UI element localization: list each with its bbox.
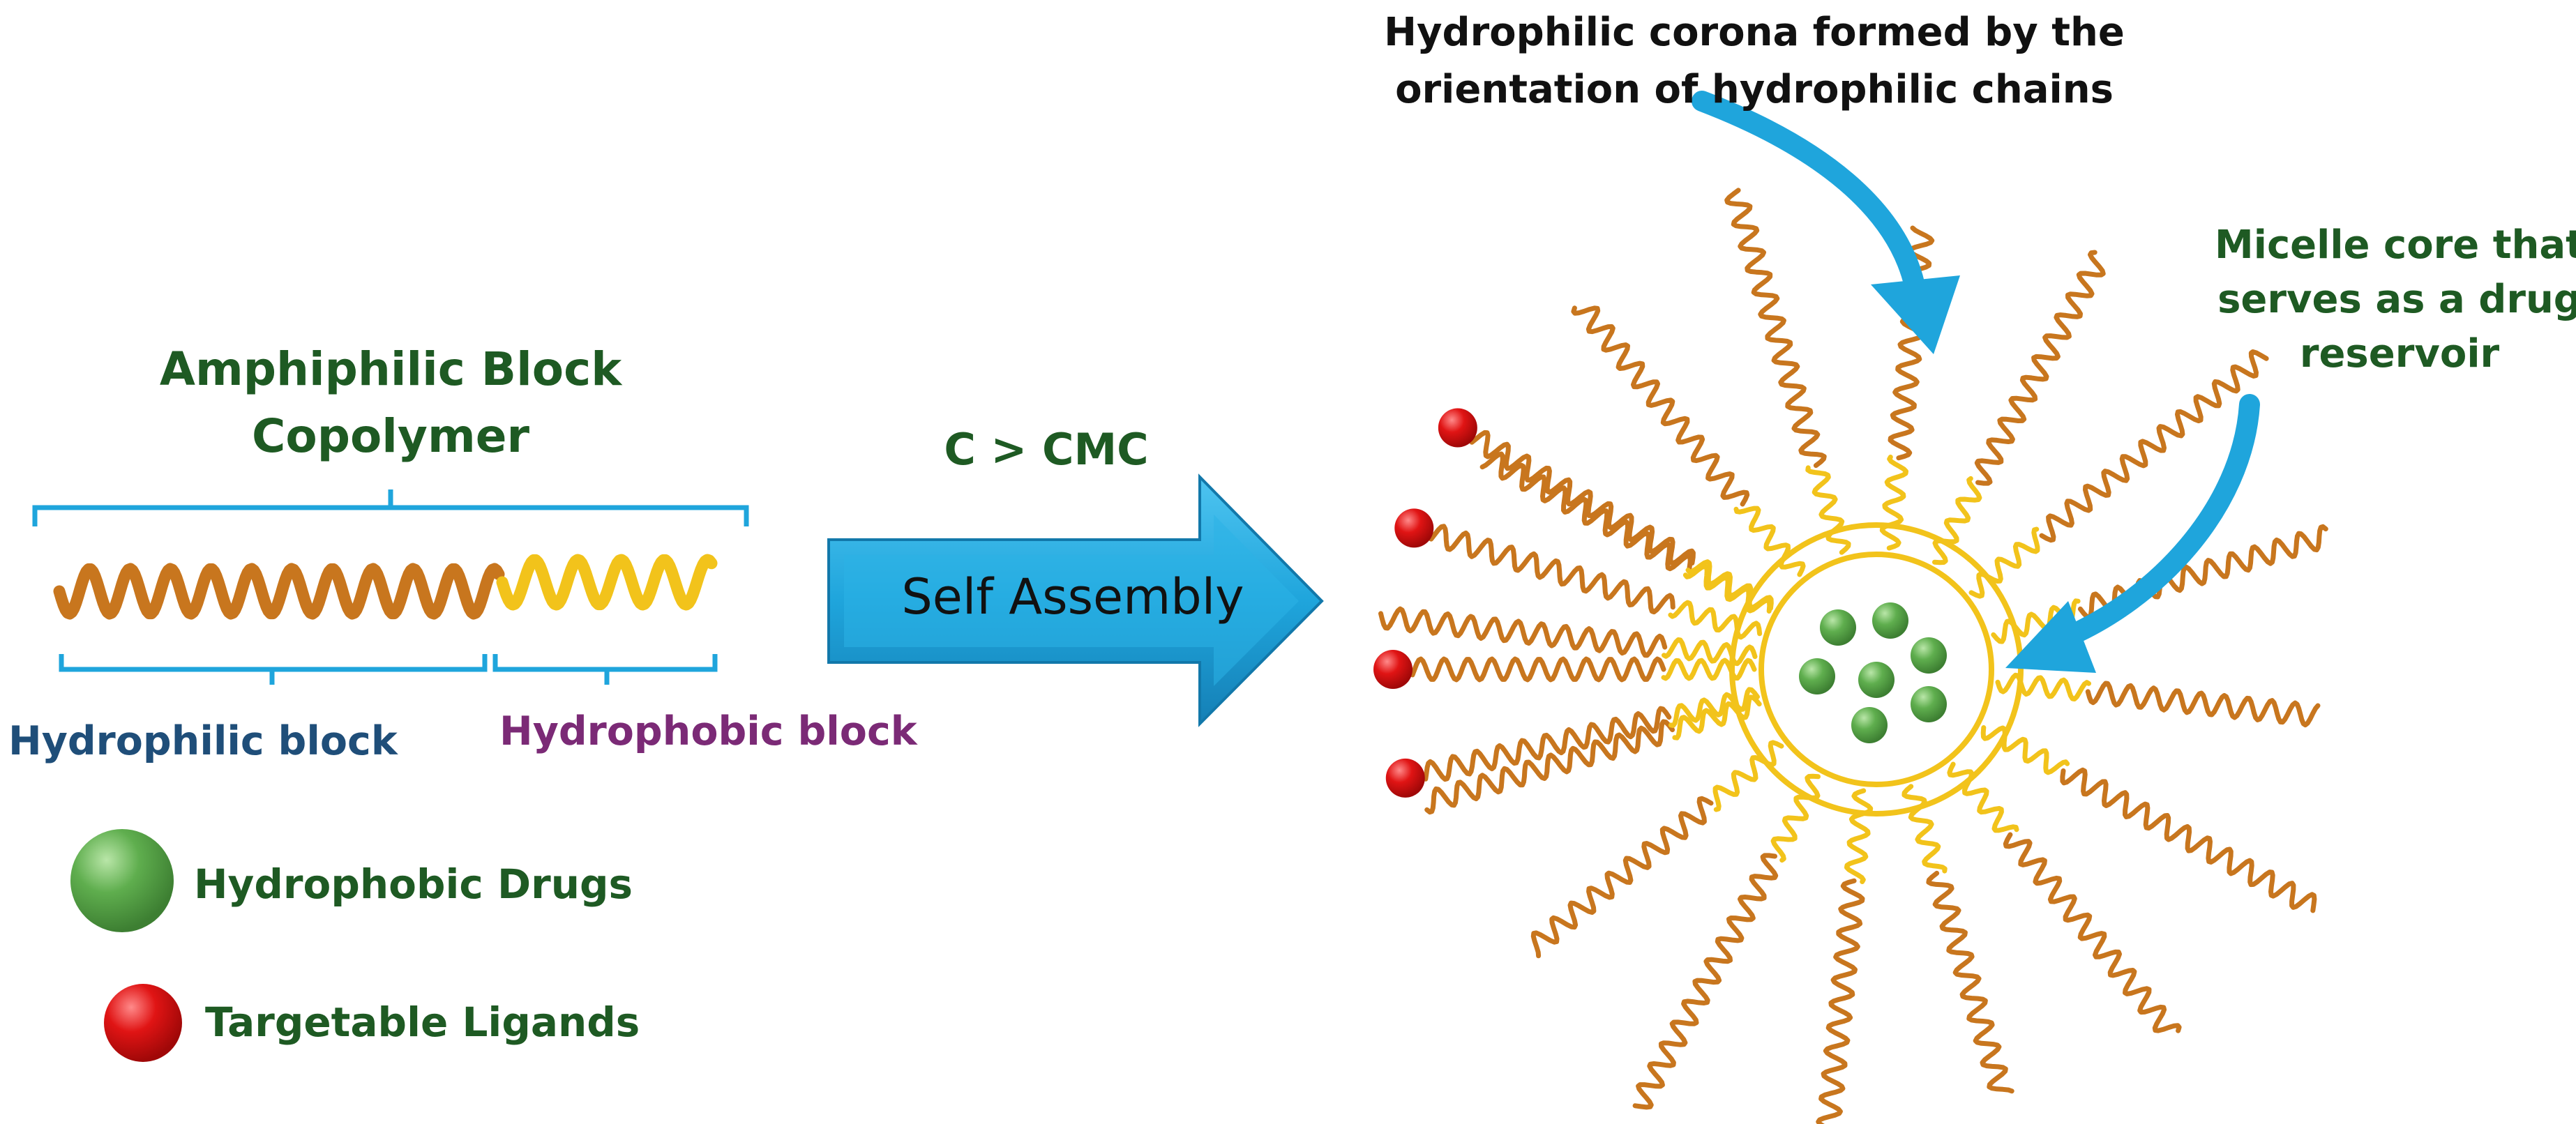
micelle-hydrophilic-segment (1888, 225, 1935, 461)
self-assembly-label: Self Assembly (901, 568, 1244, 625)
legend-drug-icon (70, 829, 174, 932)
hydrophilic-block-label: Hydrophilic block (8, 718, 398, 764)
corona-callout-arrow (1692, 91, 1960, 354)
micelle-hydrophobic-segment (1672, 694, 1762, 741)
legend-ligand-icon (104, 984, 182, 1062)
micelle-drug (1872, 602, 1908, 639)
micelle-hydrophilic-segment (2003, 832, 2182, 1033)
self-assembly-arrow (827, 473, 1324, 727)
core-callout-line-2: serves as a drug (2217, 277, 2576, 322)
micelle-hydrophilic-segment (1530, 796, 1714, 959)
micelle-hydrophobic-segment (1995, 672, 2091, 701)
copolymer-chain (53, 554, 718, 620)
hydrophobic-coil (496, 554, 718, 611)
micelle-hydrophobic-segment (1668, 600, 1763, 640)
micelle-drug (1851, 707, 1888, 743)
micelle-hydrophilic-segment (2085, 681, 2321, 728)
micelle-drug (1858, 662, 1895, 698)
micelle-core-inner-ring (1758, 552, 1994, 787)
copolymer-title-line-1: Amphiphilic Block (160, 342, 623, 396)
corona-callout-line-2: orientation of hydrophilic chains (1395, 67, 2114, 112)
micelle-hydrophilic-segment (1724, 188, 1827, 469)
micelle-hydrophobic-segment (1805, 465, 1851, 555)
micelle-ligand (1394, 508, 1434, 548)
micelle-hydrophilic-segment (1571, 305, 1750, 507)
micelle-hydrophobic-segment (1947, 761, 2019, 833)
micelle-hydrophilic-segment (2077, 524, 2328, 620)
micelle-hydrophilic-segment (2060, 767, 2317, 913)
micelle-hydrophilic-segment (1424, 719, 1675, 815)
micelle-ligand (1438, 408, 1477, 448)
micelle-core-outer-ring (1729, 522, 2024, 817)
micelle-hydrophilic-segment (1926, 870, 2014, 1094)
micelle-core (1729, 522, 2024, 817)
micelle-drug (1820, 609, 1856, 646)
micelle-hydrophobic-segment (1968, 526, 2040, 599)
micelle-ligand (1385, 758, 1425, 798)
hydrophilic-coil (53, 563, 505, 620)
micelle-hydrophilic-segment (1429, 524, 1675, 615)
micelle-hydrophilic-segment (1469, 430, 1696, 566)
micelle-hydrophobic-segment (1844, 788, 1874, 884)
corona-callout-line-1: Hydrophilic corona formed by the (1384, 10, 2125, 55)
micelle-corona (1378, 188, 2328, 1124)
condition-label: C > CMC (944, 424, 1148, 475)
micelle-hydrophobic-segment (1901, 784, 1948, 874)
copolymer-title-line-2: Copolymer (252, 409, 530, 463)
micelle-hydrophobic-segment (1668, 687, 1760, 728)
hydrophilic-bracket (59, 654, 488, 685)
micelle-hydrophobic-segment (1932, 476, 1982, 565)
micelle-hydrophilic-segment (1378, 606, 1668, 658)
micelle-drug (1911, 637, 1947, 674)
legend-drugs-label: Hydrophobic Drugs (194, 860, 633, 908)
micelle-ligands (1373, 408, 1477, 798)
core-callout-arrow (2005, 394, 2260, 673)
hydrophobic-bracket (492, 654, 718, 685)
micelle-hydrophobic-segment (1733, 506, 1806, 577)
micelle-hydrophilic-segment (1632, 853, 1779, 1110)
micelle-hydrophobic-segment (1980, 725, 2070, 775)
copolymer-bracket (32, 489, 749, 526)
micelle-drug (1799, 658, 1835, 694)
micelle-hydrophobic-segment (1712, 740, 1784, 812)
micelle-hydrophilic-segment (1423, 706, 1672, 782)
micelle-hydrophobic-segment (1662, 637, 1758, 667)
micelle-hydrophobic-segment (1685, 559, 1774, 611)
micelle-hydrophobic-segment (1661, 658, 1757, 681)
micelle-drug (1911, 686, 1947, 722)
micelle-hydrophilic-segment (2039, 349, 2269, 543)
hydrophobic-block-label: Hydrophobic block (499, 708, 918, 754)
core-callout-line-1: Micelle core that (2215, 222, 2576, 268)
micelle-hydrophilic-segment (1974, 250, 2106, 486)
micelle-hydrophilic-segment (1816, 878, 1865, 1124)
micelle-hydrophilic-segment (1410, 656, 1666, 683)
micelle-hydrophilic-segment (1479, 451, 1693, 572)
legend-ligands-label: Targetable Ligands (205, 998, 640, 1046)
core-callout-line-3: reservoir (2300, 331, 2500, 377)
micelle-hydrophobic-segment (1770, 773, 1821, 863)
micelle-hydrophobic-segment (1879, 455, 1908, 551)
micelle-ligand (1373, 650, 1413, 689)
